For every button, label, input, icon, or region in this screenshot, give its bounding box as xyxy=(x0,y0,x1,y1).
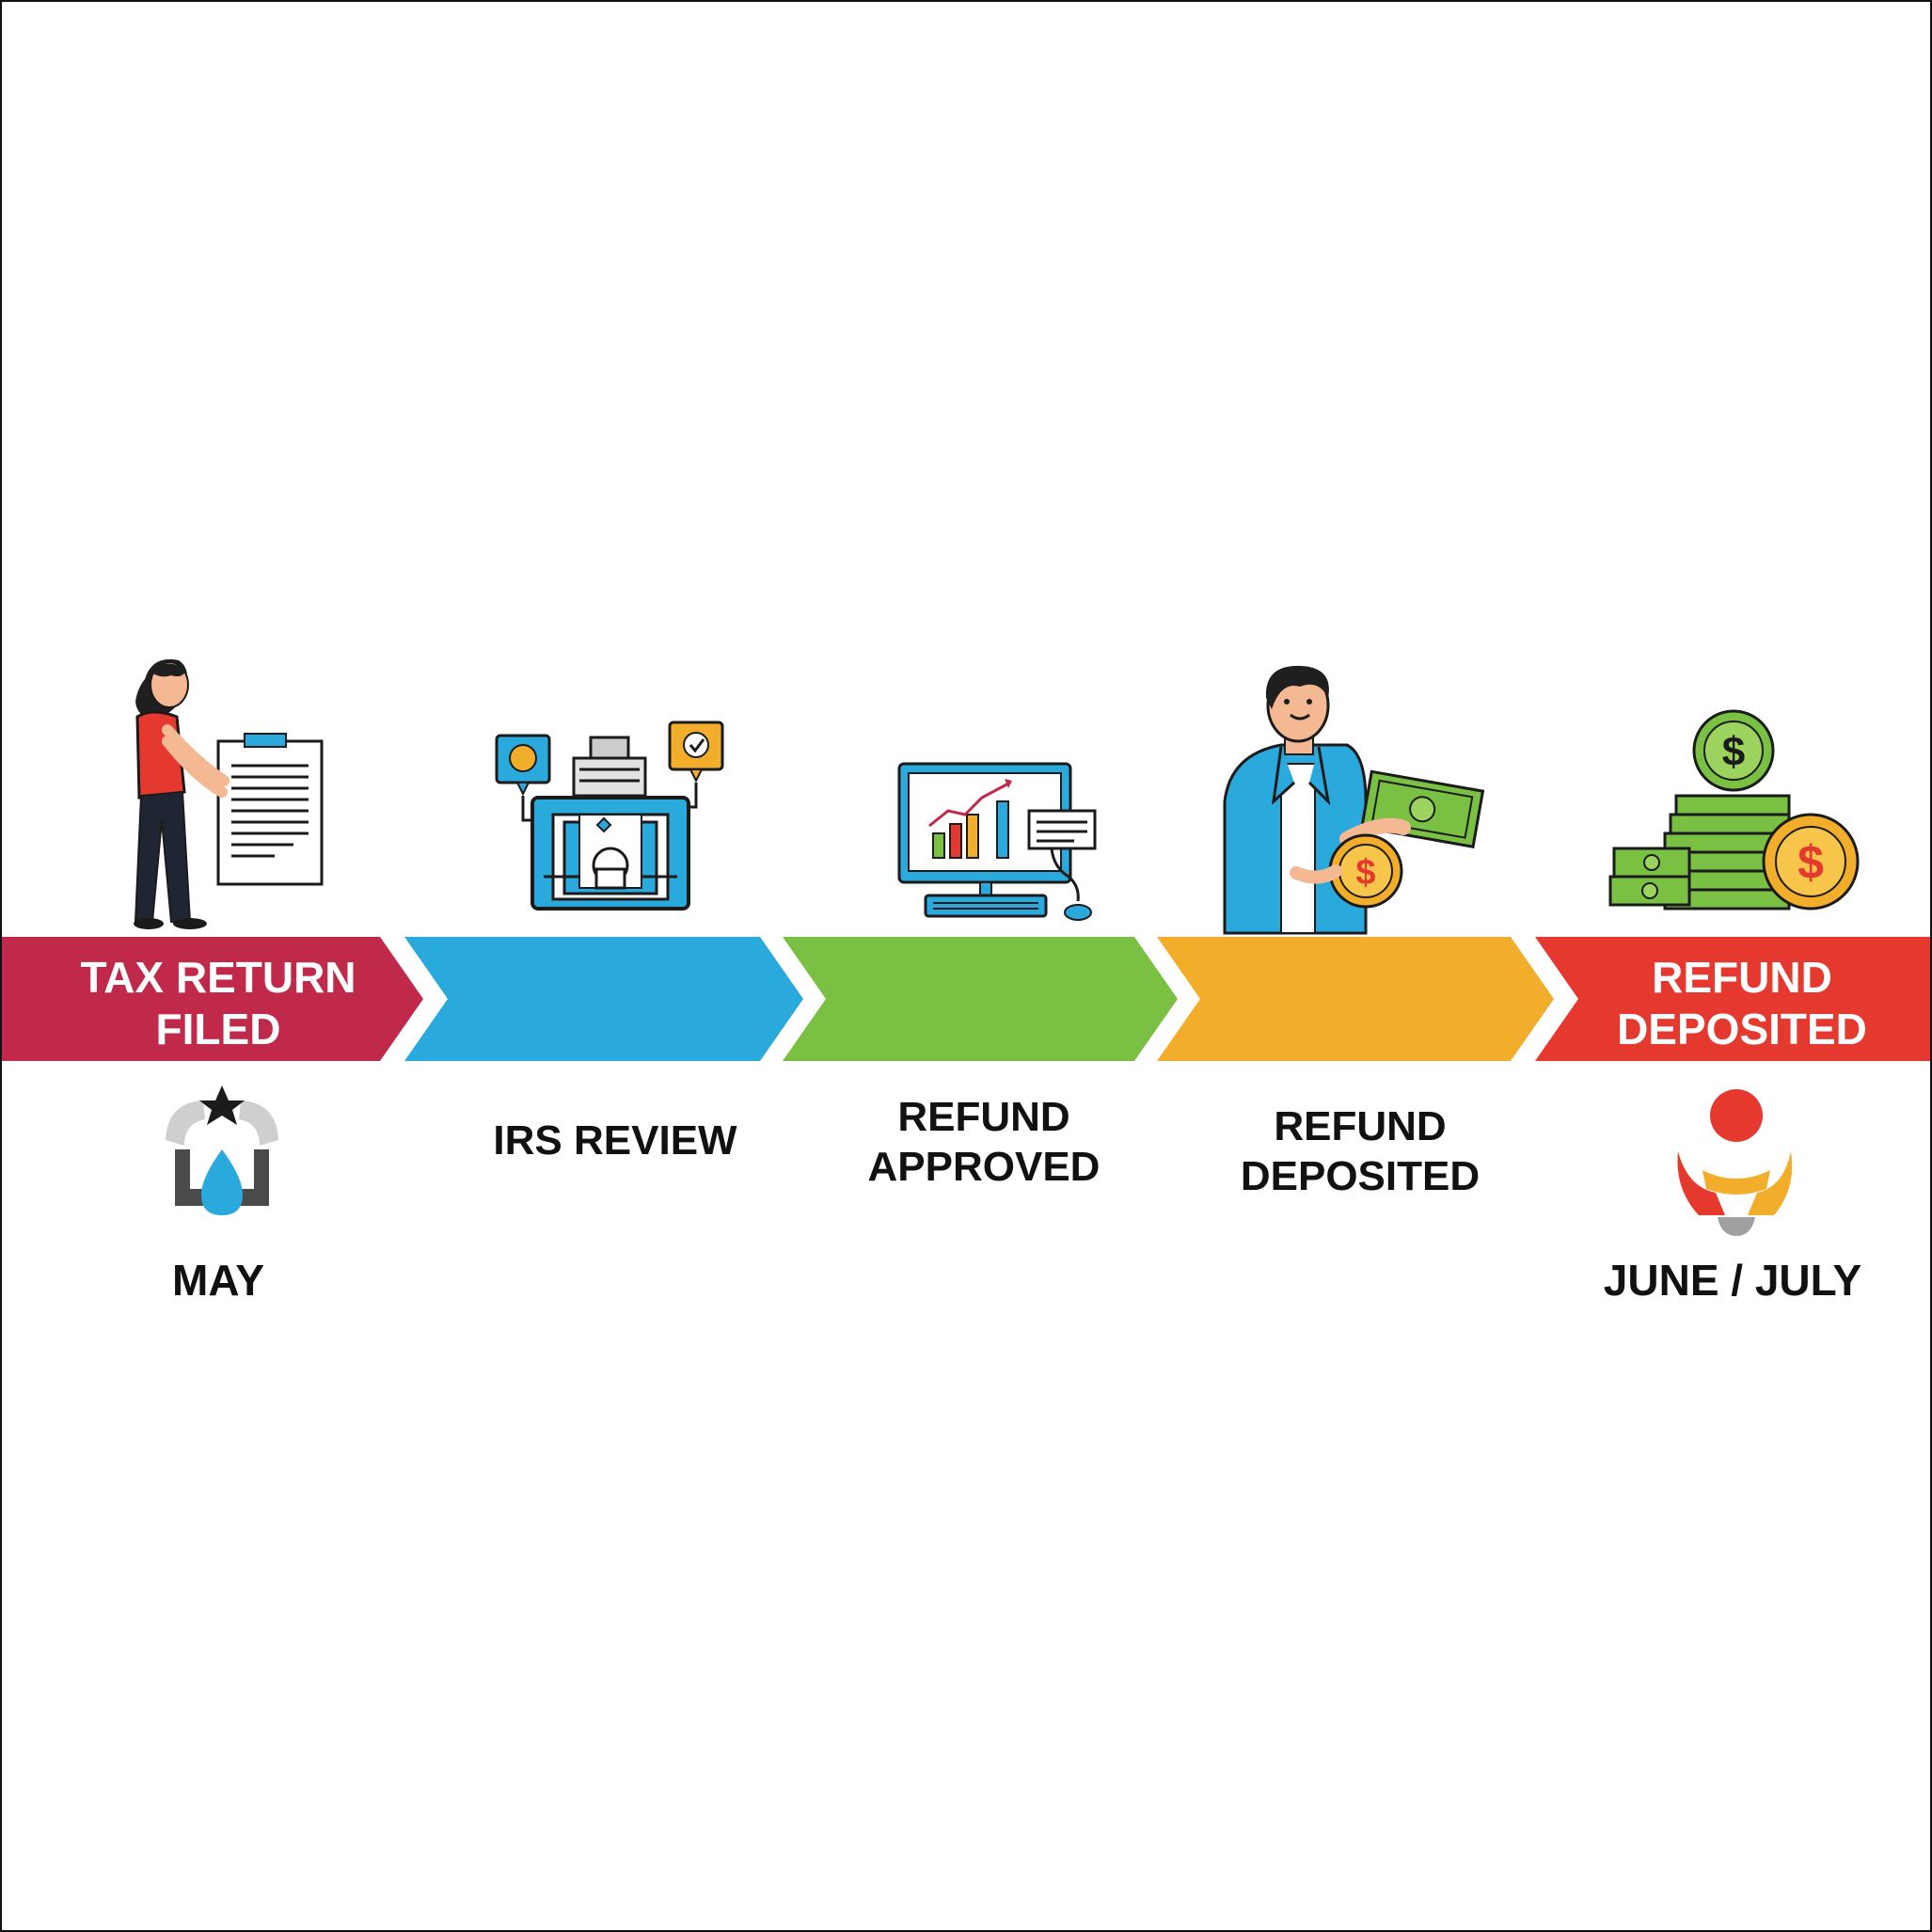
woman-holding-document-icon xyxy=(134,658,324,929)
step-2-caption: IRS REVIEW xyxy=(493,1117,737,1164)
svg-text:$: $ xyxy=(1797,836,1824,889)
svg-text:$: $ xyxy=(1355,853,1375,893)
chevron-step-1 xyxy=(2,937,423,1061)
step-1-band-label: TAX RETURN FILED xyxy=(80,953,356,1054)
money-stack-coins-icon: $ $ xyxy=(1608,709,1860,911)
chevron-step-4 xyxy=(1157,937,1554,1061)
computer-chart-icon xyxy=(897,762,1097,921)
step-5-date: JUNE / JULY xyxy=(1603,1256,1862,1305)
step-3-caption: REFUND APPROVED xyxy=(867,1094,1101,1190)
step-5-band-label: REFUND DEPOSITED xyxy=(1617,953,1867,1054)
man-holding-money-icon: $ xyxy=(1223,665,1485,935)
water-drop-star-icon xyxy=(166,1085,278,1215)
chevron-step-2 xyxy=(404,937,803,1061)
step-4-caption: REFUND DEPOSITED xyxy=(1240,1103,1481,1199)
chevron-step-5 xyxy=(1535,937,1930,1061)
svg-text:$: $ xyxy=(1722,729,1745,775)
chevron-step-3 xyxy=(783,937,1178,1061)
printer-scanner-icon xyxy=(495,721,724,911)
step-1-date: MAY xyxy=(172,1256,264,1305)
person-abstract-icon xyxy=(1677,1089,1793,1236)
